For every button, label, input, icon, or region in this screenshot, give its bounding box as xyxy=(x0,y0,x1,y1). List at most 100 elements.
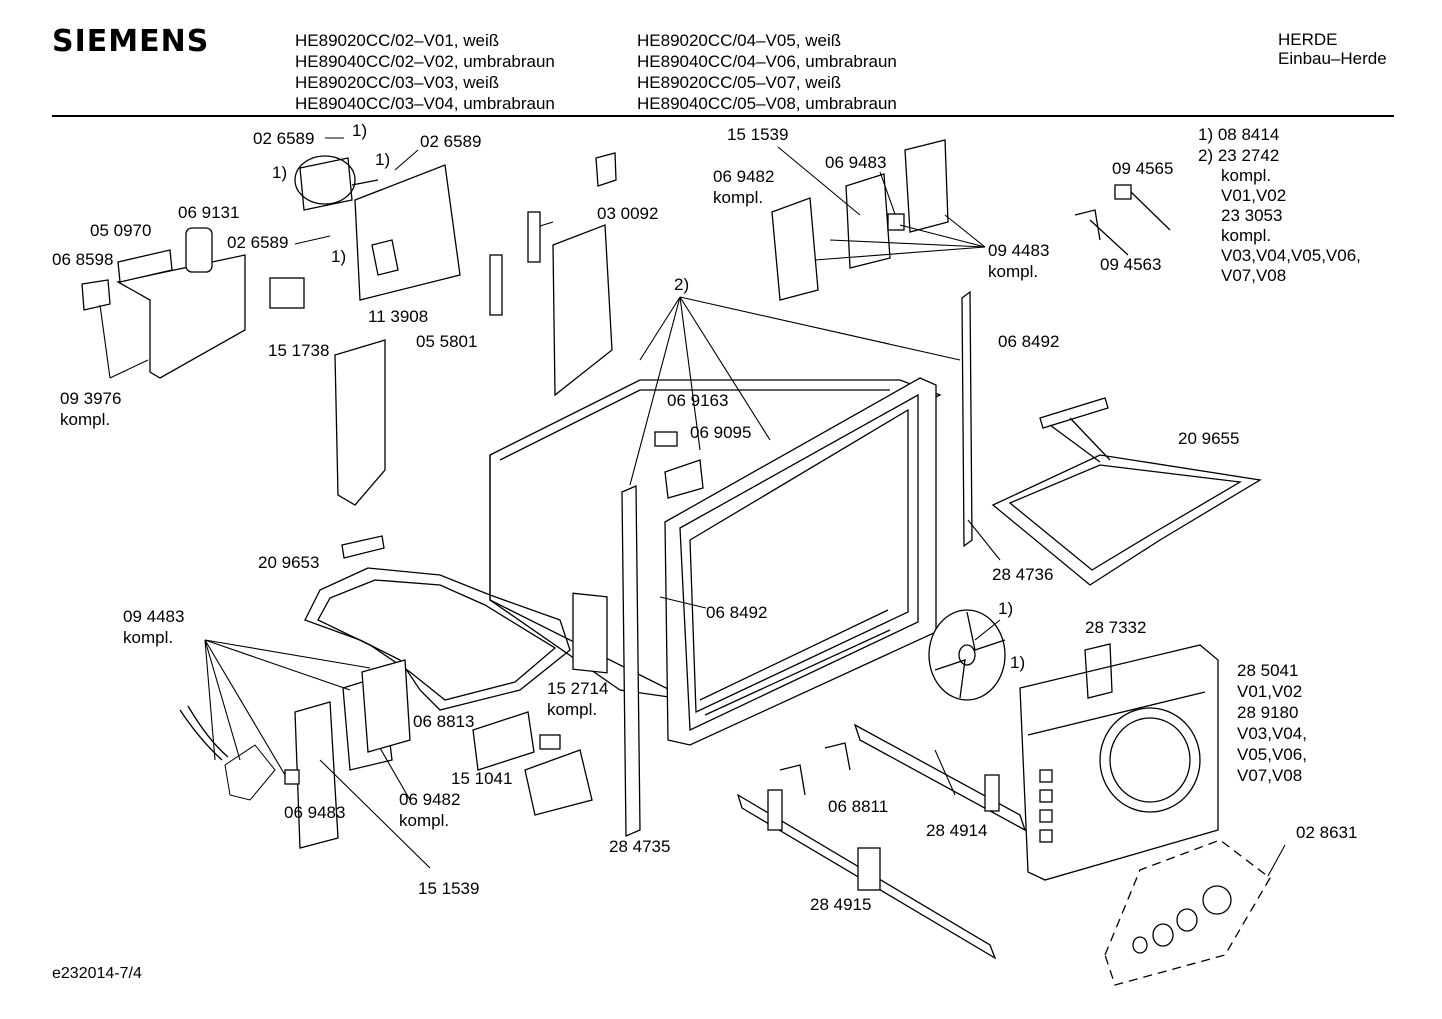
label-069482-a-kompl: kompl. xyxy=(713,188,763,207)
model-list-left: HE89020CC/02–V01, weiß HE89040CC/02–V02,… xyxy=(295,30,555,114)
label-030092: 03 0092 xyxy=(597,204,658,223)
convection-fan-drawing xyxy=(928,609,1006,701)
oven-lamp-bottom-drawing xyxy=(179,659,411,849)
label-069482-b-kompl: kompl. xyxy=(399,811,449,830)
side-rail-right-drawing xyxy=(961,290,973,548)
footnote-1: 1) 08 8414 xyxy=(1198,125,1279,144)
label-026589-b: 02 6589 xyxy=(420,132,481,151)
label-069483-a: 06 9483 xyxy=(825,153,886,172)
label-284736: 28 4736 xyxy=(992,565,1053,584)
side-panel-drawing xyxy=(334,339,386,506)
label-footnote-2: 2) xyxy=(674,275,689,294)
model-entry: HE89020CC/02–V01, weiß xyxy=(295,31,500,50)
label-footnote-1: 1) xyxy=(998,599,1013,618)
label-068813: 06 8813 xyxy=(413,712,474,731)
model-list-right: HE89020CC/04–V05, weiß HE89040CC/04–V06,… xyxy=(637,30,897,114)
header-divider xyxy=(52,115,1394,117)
thermostat-switch-drawing xyxy=(654,431,704,499)
label-footnote-1: 1) xyxy=(331,247,346,266)
label-093976-kompl: kompl. xyxy=(60,410,110,429)
model-entry: HE89040CC/03–V04, umbrabraun xyxy=(295,94,555,113)
label-289180-variant: V03,V04, xyxy=(1237,724,1307,743)
label-069483-b: 06 9483 xyxy=(284,803,345,822)
label-209655: 20 9655 xyxy=(1178,429,1239,448)
label-284914: 28 4914 xyxy=(926,821,987,840)
model-entry: HE89020CC/04–V05, weiß xyxy=(637,31,842,50)
oven-cavity-drawing xyxy=(489,379,942,702)
label-151738: 15 1738 xyxy=(268,341,329,360)
door-switch-drawing xyxy=(472,711,593,816)
brand-logo: SIEMENS xyxy=(52,24,210,59)
label-026589-a: 02 6589 xyxy=(253,129,314,148)
label-284915: 28 4915 xyxy=(810,895,871,914)
label-093976: 09 3976 xyxy=(60,389,121,408)
label-094563: 09 4563 xyxy=(1100,255,1161,274)
oven-lamp-top-drawing xyxy=(771,139,949,301)
label-068811: 06 8811 xyxy=(828,797,888,816)
footnote-line: 23 3053 xyxy=(1221,206,1282,225)
bottom-heating-element-drawing xyxy=(304,535,571,711)
label-069095: 06 9095 xyxy=(690,423,751,442)
footnote-2: 2) 23 2742 xyxy=(1198,146,1279,165)
label-284735: 28 4735 xyxy=(609,837,670,856)
label-289180-variant: V05,V06, xyxy=(1237,745,1307,764)
back-bracket-drawing xyxy=(489,152,617,397)
label-151041: 15 1041 xyxy=(451,769,512,788)
label-094565: 09 4565 xyxy=(1112,159,1173,178)
label-113908: 11 3908 xyxy=(368,307,428,326)
label-footnote-1: 1) xyxy=(352,121,367,140)
label-028631: 02 8631 xyxy=(1296,823,1357,842)
electronics-bracket-drawing xyxy=(81,227,305,379)
side-rail-left-drawing xyxy=(621,485,641,837)
footnote-line: V03,V04,V05,V06, xyxy=(1221,246,1361,265)
footnote-legend: 1) 08 8414 2) 23 2742 kompl. V01,V02 23 … xyxy=(1198,125,1361,285)
label-069482-a: 06 9482 xyxy=(713,167,774,186)
footnote-line: V07,V08 xyxy=(1221,266,1286,285)
knob-assembly-drawing xyxy=(1104,839,1271,986)
label-footnote-1: 1) xyxy=(272,163,287,182)
category-title: HERDE xyxy=(1278,30,1338,49)
label-050970: 05 0970 xyxy=(90,221,151,240)
label-footnote-1: 1) xyxy=(375,150,390,169)
label-151539-a: 15 1539 xyxy=(727,125,788,144)
label-287332: 28 7332 xyxy=(1085,618,1146,637)
label-055801: 05 5801 xyxy=(416,332,477,351)
label-026589-c: 02 6589 xyxy=(227,233,288,252)
label-151539-b: 15 1539 xyxy=(418,879,479,898)
temperature-sensor-drawing xyxy=(1074,184,1171,256)
label-209653: 20 9653 xyxy=(258,553,319,572)
label-285041-variant: V01,V02 xyxy=(1237,682,1302,701)
footnote-line: kompl. xyxy=(1221,226,1271,245)
label-152714-kompl: kompl. xyxy=(547,700,597,719)
leader-lines xyxy=(99,137,1286,877)
part-labels: 02 6589 1) 02 6589 1) 1) 05 0970 06 9131… xyxy=(52,121,1357,914)
model-entry: HE89040CC/05–V08, umbrabraun xyxy=(637,94,897,113)
model-entry: HE89020CC/05–V07, weiß xyxy=(637,73,842,92)
label-069131: 06 9131 xyxy=(178,203,239,222)
model-entry: HE89040CC/02–V02, umbrabraun xyxy=(295,52,555,71)
label-152714: 15 2714 xyxy=(547,679,608,698)
label-068492-a: 06 8492 xyxy=(998,332,1059,351)
label-094483-a-kompl: kompl. xyxy=(988,262,1038,281)
drawing-code: e232014-7/4 xyxy=(52,965,142,982)
label-285041: 28 5041 xyxy=(1237,661,1298,680)
label-footnote-1: 1) xyxy=(1010,653,1025,672)
fan-motor-drawing xyxy=(294,155,379,211)
category-subtitle: Einbau–Herde xyxy=(1278,49,1387,68)
label-068492-b: 06 8492 xyxy=(706,603,767,622)
rear-fan-cover-drawing xyxy=(1019,643,1219,881)
model-entry: HE89020CC/03–V03, weiß xyxy=(295,73,500,92)
model-entry: HE89040CC/04–V06, umbrabraun xyxy=(637,52,897,71)
footnote-line: V01,V02 xyxy=(1221,186,1286,205)
label-094483-a: 09 4483 xyxy=(988,241,1049,260)
label-289180: 28 9180 xyxy=(1237,703,1298,722)
top-heating-element-drawing xyxy=(991,397,1262,586)
label-068598: 06 8598 xyxy=(52,250,113,269)
footnote-line: kompl. xyxy=(1221,166,1271,185)
label-069482-b: 06 9482 xyxy=(399,790,460,809)
label-094483-b-kompl: kompl. xyxy=(123,628,173,647)
label-094483-b: 09 4483 xyxy=(123,607,184,626)
label-289180-variant: V07,V08 xyxy=(1237,766,1302,785)
product-category: HERDE Einbau–Herde xyxy=(1278,30,1387,68)
